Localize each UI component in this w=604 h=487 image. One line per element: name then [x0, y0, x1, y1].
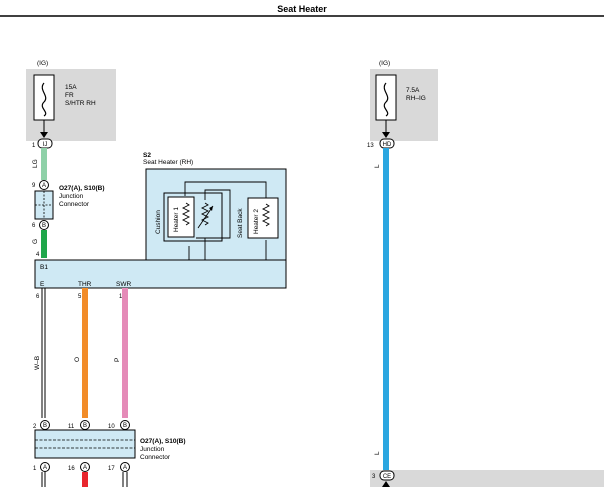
fuse-left-icon — [41, 82, 47, 117]
junction-top-name: O27(A), S10(B) — [59, 185, 105, 192]
connector-b1-name: B1 — [40, 264, 48, 271]
connector-b1-bar — [34, 259, 287, 289]
heater2-frame — [247, 197, 279, 239]
connector-ce-label: CE — [383, 474, 391, 480]
page-title: Seat Heater — [277, 4, 327, 14]
seat-heater-id: S2 — [143, 152, 151, 159]
junction-top-pin-bottom-circle — [39, 220, 49, 230]
heater2-label: Heater 2 — [253, 209, 260, 234]
bottom-right-box — [370, 470, 604, 487]
fuse-right-pin: 13 — [367, 143, 374, 149]
heater1-label: Heater 1 — [173, 207, 180, 232]
b1-pin-top: 4 — [36, 252, 40, 258]
wire-o-label: O — [74, 357, 81, 362]
bottom-right-pin: 3 — [372, 474, 376, 480]
connector-ij-label: IJ — [43, 142, 48, 148]
junction-top-pin-bottom-letter: B — [42, 223, 46, 229]
junction-top: 9 A 6 B O27(A), S10(B) Junction Connecto… — [32, 180, 105, 230]
fuse-left-source: (IG) — [37, 60, 48, 67]
thermistor-arrowhead-icon — [209, 206, 213, 211]
jb-top-pin-2: 11 — [68, 424, 75, 430]
bottom-right-arrow — [382, 481, 390, 487]
b1-pin-thr: 5 — [78, 294, 82, 300]
heater1-frame — [167, 196, 195, 238]
thermistor-icon — [200, 202, 210, 226]
jb-bottom-pin-2: 16 — [68, 466, 75, 472]
fuse-right-icon — [383, 82, 389, 117]
jb-bottom-pin-2-letter: A — [83, 465, 87, 471]
wire-wb — [41, 288, 46, 418]
connector-hd-label: HD — [383, 142, 392, 148]
junction-bottom-name: O27(A), S10(B) — [140, 438, 186, 445]
junction-top-pin-top: 9 — [32, 183, 36, 189]
jb-bottom-pin-1-circle — [40, 462, 50, 472]
wire-lg — [41, 148, 47, 180]
jb-bottom-pin-3-letter: A — [123, 465, 127, 471]
jb-top-pin-1-letter: B — [43, 423, 47, 429]
junction-top-desc-2: Connector — [59, 201, 90, 208]
jb-top-pin-2-letter: B — [83, 423, 87, 429]
fuse-right-frame — [375, 74, 397, 121]
junction-top-pin-bottom: 6 — [32, 223, 36, 229]
seat-back-label: Seat Back — [237, 208, 244, 238]
wire-lg-label: LG — [32, 159, 39, 168]
wire-l-label-lower: L — [374, 451, 381, 455]
fuse-left-rating: 15A — [65, 84, 77, 91]
junction-top-pin-top-letter: A — [42, 183, 46, 189]
jb-top-pin-3-letter: B — [123, 423, 127, 429]
jb-bottom-pin-3: 17 — [108, 466, 115, 472]
fuse-right-name: RH–IG — [406, 95, 426, 102]
fuse-left-name-2: S/HTR RH — [65, 100, 96, 107]
fuse-left-name-1: FR — [65, 92, 74, 99]
wire-p-label: P — [114, 358, 121, 362]
wire-l — [383, 148, 389, 470]
fuse-left-arrow — [40, 132, 48, 138]
fuse-right-arrow — [382, 132, 390, 138]
fuse-left-pin: 1 — [32, 143, 36, 149]
wire-o — [82, 288, 88, 418]
thermistor-arrow-icon — [197, 205, 214, 229]
b1-pin-e: 6 — [36, 294, 40, 300]
junction-bottom: 2 B 11 B 10 B 1 A 16 A 17 A O27(A), S10(… — [33, 420, 186, 472]
heater2-resistor-icon — [261, 203, 271, 227]
junction-bottom-desc-1: Junction — [140, 446, 165, 453]
fuse-right-rating: 7.5A — [406, 87, 420, 94]
wire-p — [122, 288, 128, 418]
junction-bottom-desc-2: Connector — [140, 454, 171, 461]
jb-bottom-pin-1-letter: A — [43, 465, 47, 471]
internal-wire-top — [184, 181, 267, 198]
fuse-left: (IG) 15A FR S/HTR RH — [26, 60, 116, 141]
cushion-group — [163, 192, 223, 242]
seat-heater-name: Seat Heater (RH) — [143, 159, 193, 166]
b1-label-swr: SWR — [116, 281, 131, 288]
junction-top-desc-1: Junction — [59, 193, 84, 200]
fuse-left-frame — [33, 74, 55, 121]
junction-bottom-body — [34, 429, 136, 459]
wire-l-label-upper: L — [374, 164, 381, 168]
jb-bottom-pin-2-circle — [80, 462, 90, 472]
b1-pin-swr: 1 — [119, 294, 123, 300]
b1-label-thr: THR — [78, 281, 92, 288]
fuse-right: (IG) 7.5A RH–IG — [370, 60, 438, 141]
heater1-resistor-icon — [181, 202, 191, 226]
wire-g — [41, 230, 47, 258]
junction-top-pin-top-circle — [39, 180, 49, 190]
b1-label-e: E — [40, 281, 45, 288]
wire-r-exit — [82, 472, 88, 487]
cushion-label: Cushion — [155, 210, 162, 234]
connector-ce — [379, 470, 395, 481]
jb-bottom-pin-3-circle — [120, 462, 130, 472]
seat-heater-internals — [184, 181, 267, 260]
jb-top-pin-3: 10 — [108, 424, 115, 430]
jb-top-pin-1: 2 — [33, 424, 37, 430]
fuse-right-source: (IG) — [379, 60, 390, 67]
wire-wb-label: W–B — [34, 356, 41, 370]
jb-bottom-pin-1: 1 — [33, 466, 37, 472]
wire-g-label: G — [32, 239, 39, 244]
